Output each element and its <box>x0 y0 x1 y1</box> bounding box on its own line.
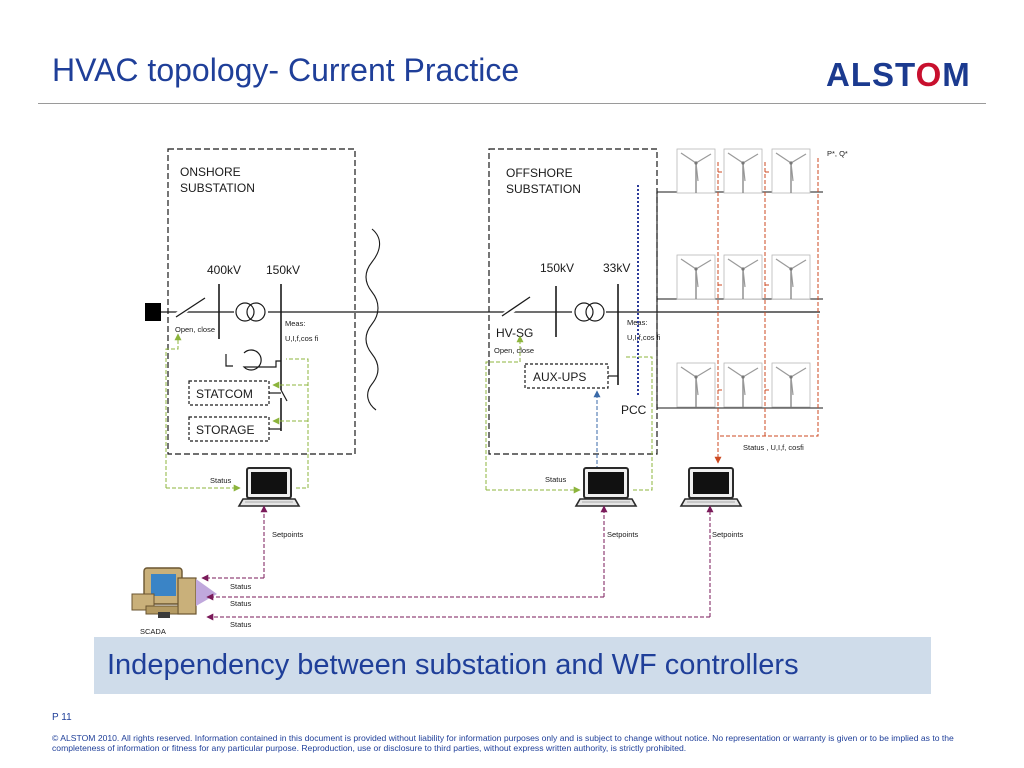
onshore-meas-label: Meas: <box>285 319 305 328</box>
offshore-meas-values: U,I,f,cos fi <box>627 333 661 342</box>
aux-ups-label: AUX-UPS <box>533 370 586 384</box>
onshore-setpoints-label: Setpoints <box>272 530 304 539</box>
wf-status-label: Status , U,I,f, cosfi <box>743 443 804 452</box>
wf-setpoint-label: P*, Q* <box>827 149 848 158</box>
title-divider <box>38 103 986 104</box>
scada-computer-icon[interactable] <box>131 567 197 618</box>
key-message-callout: Independency between substation and WF c… <box>94 637 931 694</box>
offshore-voltage-high: 150kV <box>540 261 574 275</box>
onshore-status-label: Status <box>210 476 232 485</box>
storage-label: STORAGE <box>196 423 254 437</box>
storage-switch-icon <box>280 389 288 402</box>
offshore-breaker-label: Open, close <box>494 346 534 355</box>
copyright-notice: © ALSTOM 2010. All rights reserved. Info… <box>52 733 954 753</box>
offshore-switchgear-label: HV-SG <box>496 326 533 340</box>
offshore-controller-laptop-icon[interactable] <box>575 467 637 507</box>
page-number: P 11 <box>52 712 72 723</box>
wind-turbine-icon <box>771 362 811 408</box>
wf-controller-laptop-icon[interactable] <box>680 467 742 507</box>
slide-title: HVAC topology- Current Practice <box>52 52 520 88</box>
onshore-meas-values: U,I,f,cos fi <box>285 334 319 343</box>
storage-box <box>188 416 270 442</box>
offshore-status-label: Status <box>545 475 567 484</box>
scada-status-label-1: Status <box>230 582 252 591</box>
onshore-status-loop <box>165 333 309 492</box>
offshore-title-line1: OFFSHORE <box>506 166 573 180</box>
wind-turbine-icon <box>676 148 716 194</box>
wind-turbine-icon <box>723 254 763 300</box>
wind-turbine-icon <box>723 148 763 194</box>
alstom-logo: ALSTOM <box>826 56 971 93</box>
scada-status-label-2: Status <box>230 599 252 608</box>
statcom-label: STATCOM <box>196 387 253 401</box>
wind-turbine-icon <box>771 148 811 194</box>
wind-turbine-icon <box>723 362 763 408</box>
onshore-title-line1: ONSHORE <box>180 165 241 179</box>
pcc-label: PCC <box>621 403 647 417</box>
scada-link-lines <box>201 505 714 621</box>
onshore-transformer-winding <box>246 302 266 322</box>
wind-turbine-icon <box>771 254 811 300</box>
onshore-title-line2: SUBSTATION <box>180 181 255 195</box>
onshore-controller-laptop-icon[interactable] <box>238 467 300 507</box>
wf-setpoints-label: Setpoints <box>712 530 744 539</box>
offshore-title-line2: SUBSTATION <box>506 182 581 196</box>
key-message-text: Independency between substation and WF c… <box>107 649 799 681</box>
onshore-voltage-low: 150kV <box>266 263 300 277</box>
offshore-voltage-low: 33kV <box>603 261 630 275</box>
offshore-setpoints-label: Setpoints <box>607 530 639 539</box>
onshore-voltage-high: 400kV <box>207 263 241 277</box>
wf-status-lines <box>714 158 819 464</box>
offshore-breaker-icon <box>501 296 531 317</box>
offshore-transformer-icon <box>574 302 594 322</box>
offshore-transformer-winding <box>585 302 605 322</box>
offshore-status-loop <box>485 335 653 494</box>
onshore-breaker-icon <box>174 294 207 319</box>
onshore-substation-box <box>167 148 356 455</box>
wind-turbine-icon <box>676 254 716 300</box>
scada-status-label-3: Status <box>230 620 252 629</box>
grid-connection-node <box>145 303 161 321</box>
statcom-box <box>188 380 270 406</box>
subsea-cable-break-icon <box>365 228 381 411</box>
wind-turbine-icon <box>676 362 716 408</box>
scada-label: SCADA <box>140 627 166 636</box>
onshore-transformer-icon <box>235 302 255 322</box>
shunt-reactor-icon <box>225 349 281 371</box>
onshore-breaker-label: Open, close <box>175 325 215 334</box>
scada-status-arrow-icon <box>196 579 217 606</box>
onshore-breaker-blade <box>175 297 206 318</box>
